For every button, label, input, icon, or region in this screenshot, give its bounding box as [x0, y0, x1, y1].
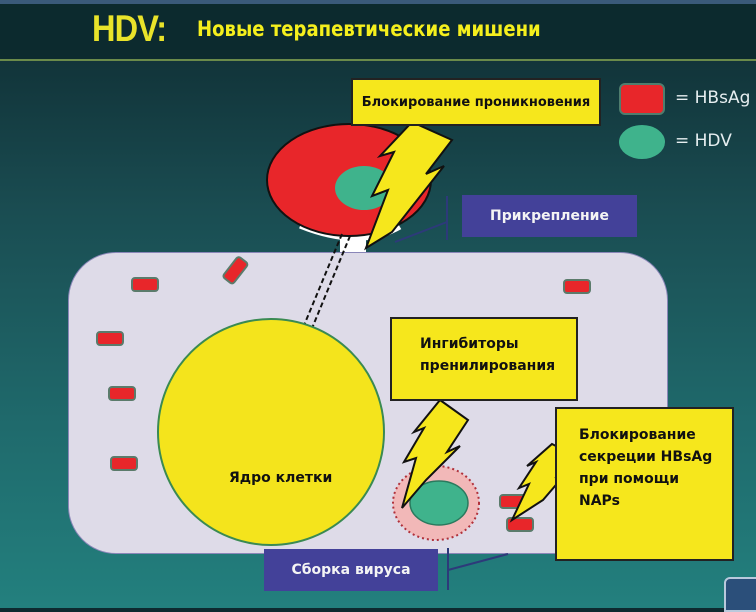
- lightning-bolt-icon: [364, 120, 454, 251]
- callout-prenylation-line2: пренилирования: [420, 358, 556, 374]
- callout-secretion-blocking: Блокирование секреции HBsAg при помощи N…: [555, 407, 734, 561]
- slide-title: Новые терапевтические мишени: [197, 17, 541, 41]
- hbsag-particle: [506, 517, 534, 532]
- callout-prenylation-line1: Ингибиторы: [420, 336, 519, 352]
- callout-secretion-line3: при помощи: [579, 471, 680, 487]
- callout-secretion-line4: NAPs: [579, 493, 620, 509]
- entry-arrow-shaft-2: [307, 235, 351, 339]
- header-divider: [0, 59, 756, 61]
- callout-secretion-line2: секреции HBsAg: [579, 449, 713, 465]
- top-border: [0, 0, 756, 4]
- callout-prenylation-inhibitors: Ингибиторы пренилирования: [390, 317, 578, 401]
- hbsag-particle: [222, 256, 249, 285]
- hbsag-particle: [96, 331, 124, 346]
- entry-arrow-shaft: [299, 233, 343, 336]
- corner-logo-icon: [724, 577, 756, 612]
- hbsag-particle: [131, 277, 159, 292]
- nucleus-label: Ядро клетки: [229, 470, 333, 486]
- callout-entry-blocking-text: Блокирование проникновения: [361, 94, 591, 110]
- attachment-connector: [394, 221, 448, 243]
- legend-hdv-swatch: [619, 125, 665, 159]
- hbsag-particle: [110, 456, 138, 471]
- lightning-bolt-icon: [401, 398, 470, 509]
- hdv-virion-core: [335, 166, 393, 210]
- assembling-hdv-core: [409, 480, 469, 526]
- callout-attachment-text: Прикрепление: [490, 208, 609, 224]
- legend-hdv-label: = HDV: [675, 131, 732, 151]
- hbsag-particle: [563, 279, 591, 294]
- title-prefix: HDV:: [92, 8, 167, 49]
- callout-attachment: Прикрепление: [462, 195, 637, 237]
- cell-nucleus: [157, 318, 385, 546]
- legend-hbsag-label: = HBsAg: [675, 88, 751, 108]
- callout-secretion-line1: Блокирование: [579, 427, 696, 443]
- hbsag-particle: [108, 386, 136, 401]
- callout-virus-assembly: Сборка вируса: [264, 549, 438, 591]
- callout-entry-blocking: Блокирование проникновения: [351, 78, 601, 126]
- callout-virus-assembly-text: Сборка вируса: [291, 562, 411, 578]
- legend-hbsag-swatch: [619, 83, 665, 115]
- slide-header: [0, 4, 756, 60]
- assembly-connector: [447, 553, 509, 571]
